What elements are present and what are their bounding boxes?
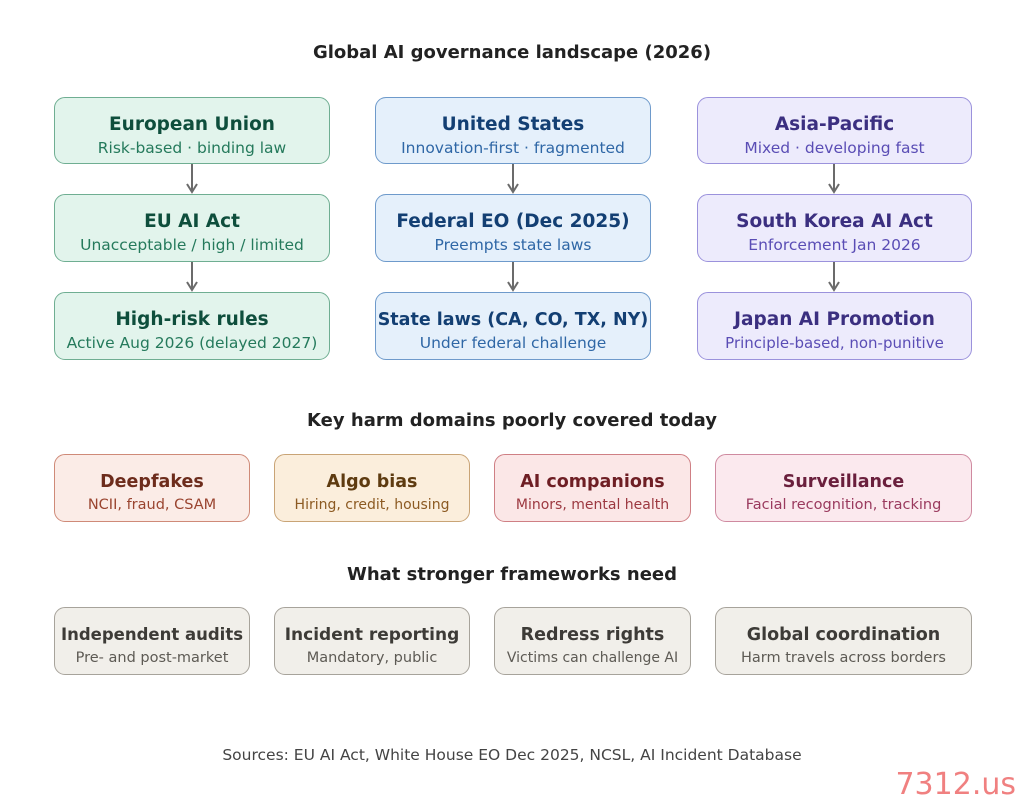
arrow-down-icon [507,262,519,292]
box-title: Asia-Pacific [774,114,895,135]
box-subtitle: NCII, fraud, CSAM [87,497,217,513]
box-title: EU AI Act [144,211,240,232]
watermark: 7312.us [895,767,1016,802]
arrow-down-icon [828,262,840,292]
box-title: Deepfakes [100,472,204,492]
box-united-states: United States Innovation-first · fragmen… [375,97,651,164]
box-state-laws: State laws (CA, CO, TX, NY) Under federa… [375,292,651,360]
harms-heading: Key harm domains poorly covered today [307,410,717,431]
box-title: Algo bias [326,472,418,492]
box-eu-ai-act: EU AI Act Unacceptable / high / limited [54,194,330,262]
harm-deepfakes: Deepfakes NCII, fraud, CSAM [54,454,250,522]
box-title: Independent audits [60,625,244,644]
need-global-coordination: Global coordination Harm travels across … [715,607,972,675]
arrow-down-icon [186,164,198,194]
box-asia-pacific: Asia-Pacific Mixed · developing fast [697,97,972,164]
box-subtitle: Enforcement Jan 2026 [748,236,921,254]
box-subtitle: Pre- and post-market [75,650,229,666]
box-title: European Union [109,114,275,135]
harm-surveillance: Surveillance Facial recognition, trackin… [715,454,972,522]
box-title: Incident reporting [284,625,460,645]
arrow-down-icon [828,164,840,194]
box-south-korea-ai-act: South Korea AI Act Enforcement Jan 2026 [697,194,972,262]
box-high-risk-rules: High-risk rules Active Aug 2026 (delayed… [54,292,330,360]
box-title: Japan AI Promotion [734,309,935,330]
box-title: Surveillance [782,472,905,492]
box-japan-ai-promotion: Japan AI Promotion Principle-based, non-… [697,292,972,360]
sources-footnote: Sources: EU AI Act, White House EO Dec 2… [222,746,802,764]
box-title: State laws (CA, CO, TX, NY) [377,310,649,330]
box-title: AI companions [520,472,665,492]
box-title: Redress rights [520,625,665,645]
box-title: United States [441,114,585,135]
box-subtitle: Under federal challenge [419,334,607,352]
arrow-down-icon [507,164,519,194]
box-title: Global coordination [746,625,941,645]
box-subtitle: Hiring, credit, housing [294,497,450,513]
page-title: Global AI governance landscape (2026) [312,42,712,63]
arrow-down-icon [186,262,198,292]
box-subtitle: Victims can challenge AI [506,650,679,666]
box-subtitle: Innovation-first · fragmented [401,139,625,157]
box-subtitle: Preempts state laws [434,236,592,254]
box-subtitle: Active Aug 2026 (delayed 2027) [66,334,318,352]
harm-algo-bias: Algo bias Hiring, credit, housing [274,454,470,522]
box-subtitle: Facial recognition, tracking [745,497,942,513]
need-redress-rights: Redress rights Victims can challenge AI [494,607,691,675]
box-subtitle: Principle-based, non-punitive [725,334,944,352]
box-title: South Korea AI Act [736,211,933,232]
box-subtitle: Minors, mental health [515,497,670,513]
box-european-union: European Union Risk-based · binding law [54,97,330,164]
box-title: Federal EO (Dec 2025) [396,211,630,232]
box-subtitle: Mandatory, public [306,650,438,666]
need-independent-audits: Independent audits Pre- and post-market [54,607,250,675]
box-subtitle: Unacceptable / high / limited [80,236,304,254]
box-subtitle: Harm travels across borders [741,650,946,666]
box-title: High-risk rules [115,309,269,330]
box-subtitle: Risk-based · binding law [97,139,287,157]
need-incident-reporting: Incident reporting Mandatory, public [274,607,470,675]
needs-heading: What stronger frameworks need [346,564,678,585]
box-federal-eo: Federal EO (Dec 2025) Preempts state law… [375,194,651,262]
box-subtitle: Mixed · developing fast [744,139,925,157]
harm-ai-companions: AI companions Minors, mental health [494,454,691,522]
